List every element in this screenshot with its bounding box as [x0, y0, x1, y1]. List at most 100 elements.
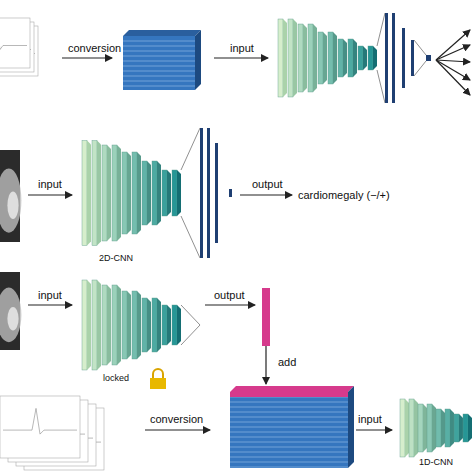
layer-plate [358, 46, 363, 70]
layer-plate [132, 152, 137, 234]
arrow-line [436, 30, 470, 60]
layer-plate [152, 161, 157, 225]
layer-plate [338, 39, 343, 77]
matrix-face [123, 36, 195, 90]
annotation-label: output [252, 178, 283, 191]
network-name: 2D-CNN [76, 253, 156, 264]
layer-side [373, 46, 377, 70]
layer-plate [122, 291, 127, 359]
ecg-trace [0, 28, 27, 50]
layer-side [117, 145, 121, 241]
dense-layer [402, 28, 405, 88]
layer-plate [308, 24, 313, 92]
matrix-row [230, 427, 348, 428]
layer-plate [427, 404, 432, 452]
layer-side [127, 291, 131, 359]
matrix-row [230, 412, 348, 413]
connector-line [181, 305, 200, 325]
dense-layer [392, 13, 395, 103]
feature-vector [262, 288, 270, 346]
layer-plate [288, 19, 293, 97]
connector-line [181, 325, 200, 345]
layer-side [117, 285, 121, 365]
xray-chest [0, 288, 21, 343]
layer-plate [445, 409, 450, 447]
connector-line [181, 128, 200, 170]
matrix-row [123, 81, 195, 82]
matrix-row [230, 442, 348, 443]
layer-side [147, 298, 151, 352]
matrix-row [230, 432, 348, 433]
matrix-row [123, 71, 195, 72]
network-block: 2D-CNN [76, 136, 156, 264]
layer-plate [142, 161, 147, 225]
matrix-top [123, 30, 201, 36]
network-block: locked [76, 272, 156, 384]
layer-plate [318, 32, 323, 84]
layer-plate [172, 170, 177, 216]
layer-side [333, 32, 337, 84]
layer-plate [454, 414, 459, 442]
layer-side [459, 414, 463, 442]
annotation-label: input [38, 178, 62, 191]
layer-plate [463, 414, 468, 442]
layer-side [127, 152, 131, 234]
layer-side [283, 19, 287, 97]
annotation-label: input [358, 413, 382, 426]
matrix-row [123, 76, 195, 77]
matrix-side [195, 30, 201, 90]
layer-plate [328, 32, 333, 84]
layer-side [468, 414, 472, 442]
annotation-label: conversion [68, 42, 121, 55]
matrix-row [230, 402, 348, 403]
arrow-line [205, 304, 255, 305]
layer-side [157, 161, 161, 225]
connector-line [181, 216, 200, 258]
dense-layer [200, 128, 203, 258]
layer-side [177, 305, 181, 345]
layer-side [423, 404, 427, 452]
layer-side [450, 409, 454, 447]
layer-side [405, 399, 409, 457]
layer-side [293, 19, 297, 97]
annotation-label: cardiomegaly (−/+) [298, 189, 390, 202]
matrix-row [230, 407, 348, 408]
layer-side [353, 39, 357, 77]
layer-plate [409, 399, 414, 457]
arrow-line [436, 60, 470, 62]
matrix-side [348, 386, 354, 468]
matrix-row [230, 452, 348, 453]
layer-plate [400, 399, 405, 457]
matrix-row [230, 462, 348, 463]
layer-side [414, 399, 418, 457]
layer-side [432, 404, 436, 452]
network-name: locked [76, 373, 156, 384]
layer-side [107, 285, 111, 365]
matrix-row [123, 41, 195, 42]
layer-plate [278, 19, 283, 97]
matrix-row [123, 51, 195, 52]
layer-side [441, 409, 445, 447]
layer-side [157, 298, 161, 352]
layer-side [97, 141, 101, 246]
arrow-line [28, 194, 72, 195]
matrix-row [230, 437, 348, 438]
matrix-row [230, 422, 348, 423]
arrow-line [265, 346, 266, 384]
layer-plate [82, 280, 87, 370]
matrix-row [123, 61, 195, 62]
annotation-label: input [38, 289, 62, 302]
layer-plate [92, 280, 97, 370]
matrix-row [123, 86, 195, 87]
layer-side [323, 32, 327, 84]
layer-side [87, 141, 91, 246]
connector-line [377, 70, 385, 103]
layer-plate [162, 305, 167, 345]
matrix-row [230, 417, 348, 418]
layer-plate [436, 409, 441, 447]
annotation-label: output [214, 289, 245, 302]
matrix-top [230, 386, 354, 392]
layer-plate [152, 298, 157, 352]
lock-body [150, 378, 166, 389]
